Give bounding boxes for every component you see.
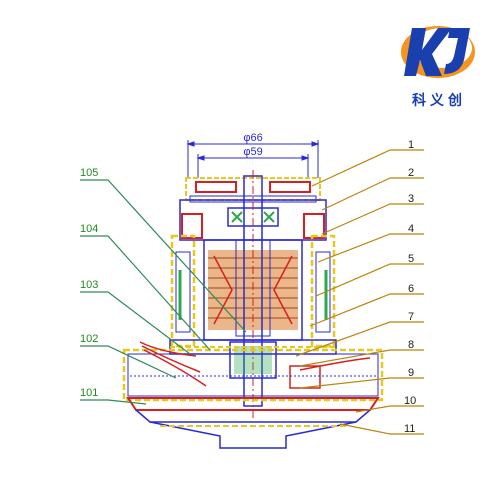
callout-label-5: 5 [408,253,414,265]
logo-k-mark [404,28,452,76]
callout-label-6: 6 [408,283,414,295]
leaders-left [80,179,247,405]
dimension-phi66 [186,140,320,178]
callout-label-10: 10 [404,395,416,407]
dimension-inner-label: φ59 [243,146,262,158]
callout-label-105: 105 [80,167,98,179]
callout-label-102: 102 [80,333,98,345]
callout-label-1: 1 [408,139,414,151]
callout-label-104: 104 [80,223,98,235]
callout-label-3: 3 [408,193,414,205]
callout-label-4: 4 [408,223,414,235]
callout-label-2: 2 [408,167,414,179]
brand-name: 科义创 [412,93,466,109]
callout-label-8: 8 [408,339,414,351]
leaders-right [295,149,424,435]
callout-labels-right: 1 2 3 4 5 6 7 8 9 10 11 [404,139,416,435]
dimension-outer-label: φ66 [243,132,262,144]
callout-label-9: 9 [408,367,414,379]
dimension-phi59 [196,154,310,178]
callout-label-11: 11 [404,423,415,435]
kyc-logo [401,26,475,78]
logo-j-mark [444,28,470,74]
callout-label-7: 7 [408,311,414,323]
side-housing-inner [175,251,331,333]
callout-label-103: 103 [80,279,98,291]
callout-labels-left: 105 104 103 102 101 [80,167,98,399]
side-housing [170,234,336,348]
callout-label-101: 101 [80,387,98,399]
